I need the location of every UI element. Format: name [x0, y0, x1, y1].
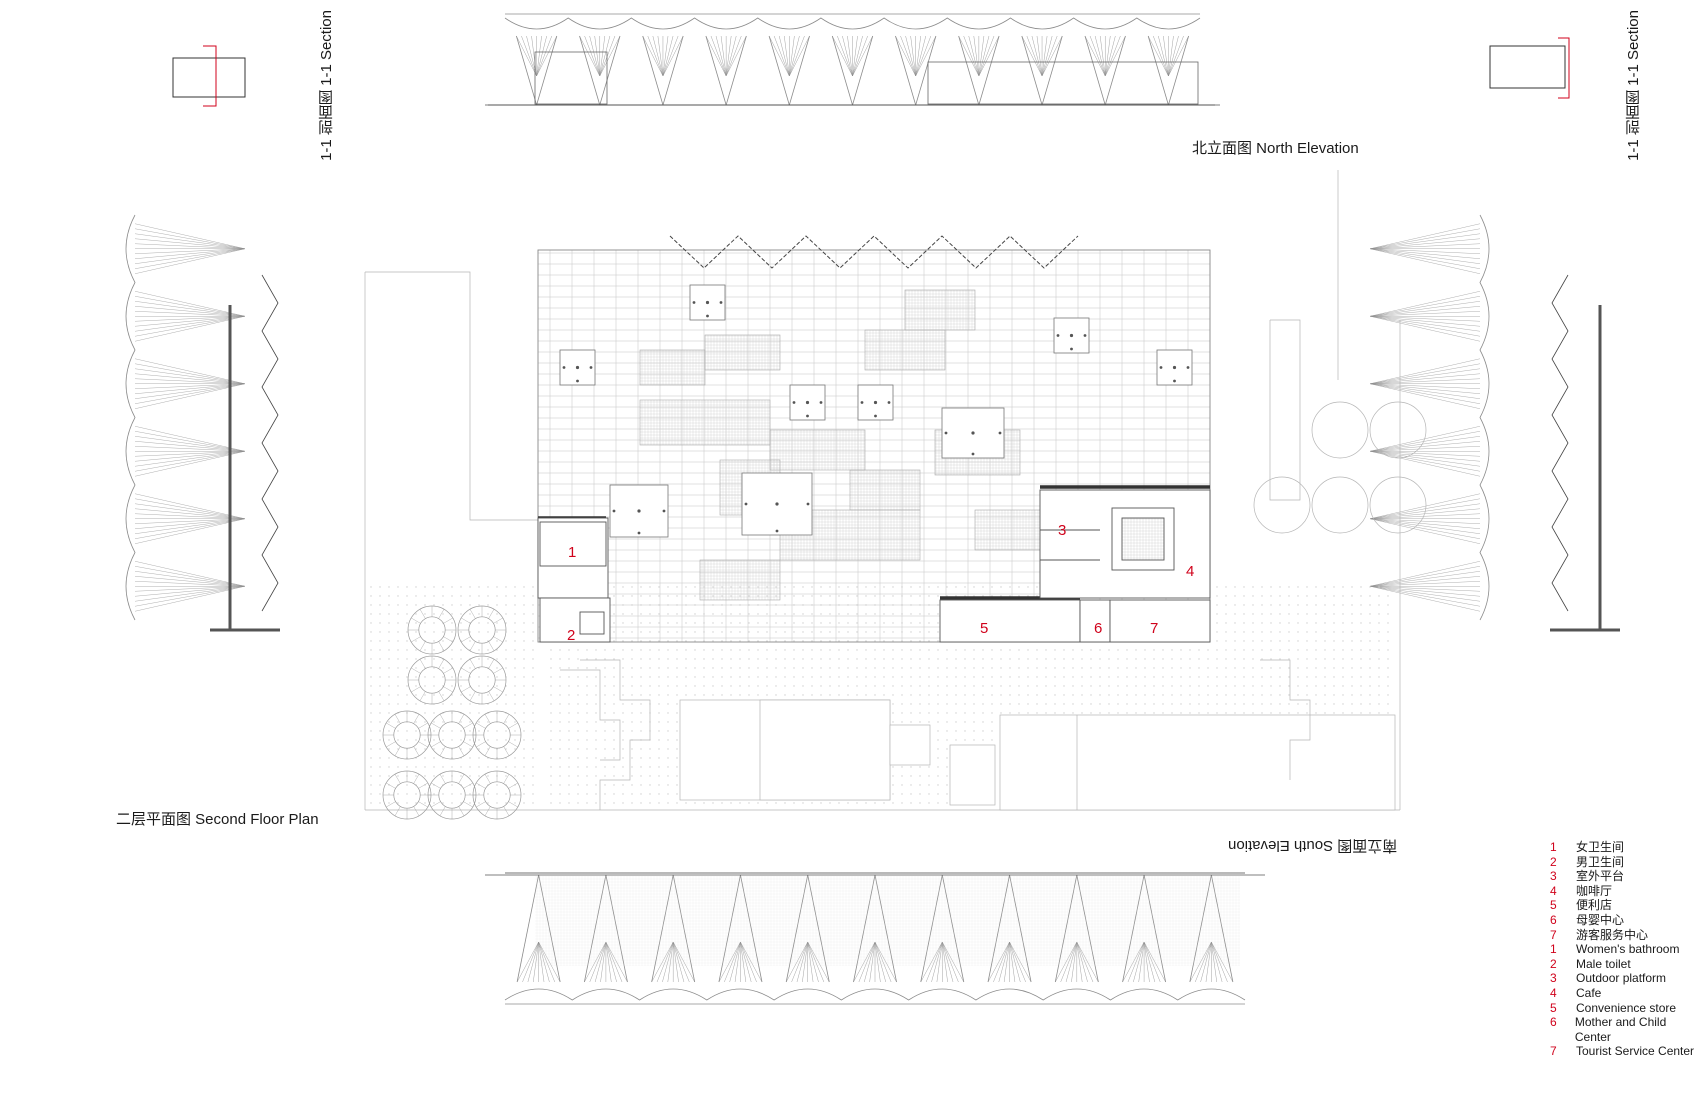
- legend-number: 7: [1550, 1044, 1557, 1059]
- legend-number: 1: [1550, 942, 1557, 957]
- circular-pavilion-lower: [382, 710, 522, 820]
- south-elevation-title: 南立面图 South Elevation: [1228, 837, 1398, 854]
- section-title-left: 1-1 剖面图 1-1 Section: [318, 10, 335, 161]
- legend-number: 5: [1550, 1000, 1557, 1015]
- legend-text: 男卫生间: [1576, 854, 1625, 869]
- legend-number: 4: [1550, 985, 1557, 1000]
- key-plan-right: [1489, 37, 1570, 99]
- north-elevation-drawing: [485, 13, 1220, 106]
- room-number-male-toilet: 2: [567, 627, 576, 644]
- legend-text: 便利店: [1576, 898, 1613, 913]
- legend-item: 6 母婴中心: [1550, 913, 1700, 928]
- legend-text: 室外平台: [1576, 869, 1625, 884]
- legend-item: 5 Convenience store: [1550, 1001, 1700, 1016]
- room-number-cafe: 4: [1186, 563, 1195, 580]
- room-number-convenience-store: 5: [980, 620, 989, 637]
- legend-item: 5 便利店: [1550, 898, 1700, 913]
- legend-text: Outdoor platform: [1576, 971, 1667, 986]
- legend-text: 女卫生间: [1576, 840, 1625, 854]
- north-elevation-title: 北立面图 North Elevation: [1192, 140, 1359, 157]
- legend-text: 母婴中心: [1576, 912, 1625, 927]
- section-title-right: 1-1 剖面图 1-1 Section: [1625, 10, 1642, 161]
- legend-text: 游客服务中心: [1576, 927, 1649, 942]
- south-elevation-drawing: [485, 872, 1265, 1005]
- legend-text: Convenience store: [1576, 1000, 1677, 1015]
- legend-number: 2: [1550, 854, 1557, 869]
- legend-item: 2 男卫生间: [1550, 855, 1700, 870]
- legend-number: 4: [1550, 883, 1557, 898]
- legend-number: 6: [1550, 1015, 1557, 1030]
- second-floor-plan-drawing: [537, 235, 1211, 643]
- legend-item: 4 咖啡厅: [1550, 884, 1700, 899]
- section-drawing-left: [125, 214, 280, 632]
- legend-text: Cafe: [1576, 985, 1602, 1000]
- legend-number: 3: [1550, 971, 1557, 986]
- second-floor-plan-title: 二层平面图 Second Floor Plan: [116, 811, 319, 828]
- room-number-mother-child-center: 6: [1094, 620, 1103, 637]
- room-number-outdoor-platform: 3: [1058, 522, 1067, 539]
- legend-item: 1 女卫生间: [1550, 840, 1700, 855]
- legend-number: 2: [1550, 956, 1557, 971]
- legend-item: 1 Women's bathroom: [1550, 942, 1700, 957]
- legend-item: 7 Tourist Service Center: [1550, 1044, 1700, 1059]
- room-number-womens-bathroom: 1: [568, 544, 577, 561]
- legend-number: 7: [1550, 927, 1557, 942]
- legend-item: 4 Cafe: [1550, 986, 1700, 1001]
- circular-pavilion-upper: [407, 605, 507, 705]
- legend-item: 7 游客服务中心: [1550, 928, 1700, 943]
- legend-item: 3 室外平台: [1550, 869, 1700, 884]
- legend-number: 3: [1550, 869, 1557, 884]
- legend-number: 6: [1550, 912, 1557, 927]
- site-context: [364, 170, 1427, 811]
- legend-text: Male toilet: [1576, 956, 1631, 971]
- legend-text: Tourist Service Center: [1576, 1044, 1695, 1059]
- legend-item: 6 Mother and Child Center: [1550, 1015, 1700, 1044]
- section-drawing-right: [1369, 214, 1620, 632]
- key-plan-left: [172, 45, 246, 107]
- legend-item: 2 Male toilet: [1550, 957, 1700, 972]
- legend-item: 3 Outdoor platform: [1550, 971, 1700, 986]
- legend-number: 1: [1550, 840, 1557, 854]
- legend-text: Mother and Child Center: [1574, 1015, 1667, 1044]
- legend-number: 5: [1550, 898, 1557, 913]
- legend-text: 咖啡厅: [1576, 883, 1613, 898]
- room-number-tourist-service-center: 7: [1150, 620, 1159, 637]
- legend-text: Women's bathroom: [1576, 942, 1680, 957]
